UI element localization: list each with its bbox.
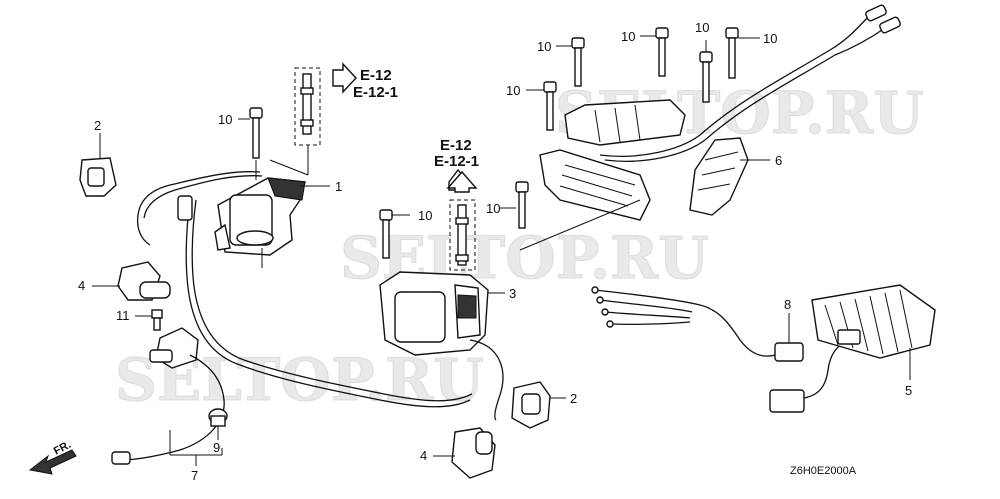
wire-left-lower: [185, 199, 471, 408]
wire-left-upper: [136, 171, 261, 246]
callout-10-f: 10: [486, 201, 500, 216]
spark-plug-cap-left: [92, 261, 171, 301]
callout-10-a: 10: [537, 39, 551, 54]
stator-connector-a: [865, 4, 887, 22]
grommet-9: [208, 408, 228, 440]
arrow-right-icon: [332, 62, 357, 94]
callout-5: 5: [905, 383, 912, 398]
wire-connector-left: [177, 195, 193, 221]
bolt-stator-5: [526, 81, 557, 131]
bolt-stator-4: [725, 27, 760, 79]
ref-center-line2: E-12-1: [434, 153, 479, 170]
watermark-bottom-left: SELTOP.RU: [115, 346, 484, 414]
bolt-center-left: [379, 209, 410, 259]
figure-code: Z6H0E2000A: [790, 465, 857, 477]
callout-10-c: 10: [695, 20, 709, 35]
callout-6: 6: [775, 153, 782, 168]
stud-bolt-center: [449, 199, 476, 271]
ignition-coil-center: [379, 271, 505, 356]
oil-sensor: [149, 327, 199, 369]
callout-10-d: 10: [763, 31, 777, 46]
wire-harness-right: [591, 286, 786, 357]
bolt-stator-3: [699, 40, 713, 103]
stator-coil-left: [539, 149, 651, 221]
ref-center-line1: E-12: [440, 137, 472, 154]
callout-8: 8: [784, 297, 791, 312]
callout-10-center: 10: [418, 208, 432, 223]
callout-10-e: 10: [506, 83, 520, 98]
leader-stator-pointer: [519, 199, 641, 251]
grommet-left: [79, 133, 117, 197]
stator-coil-top: [564, 99, 686, 146]
regulator-rectifier: [811, 284, 936, 380]
callout-1: 1: [335, 179, 342, 194]
callout-10-b: 10: [621, 29, 635, 44]
stator-wire-1: [599, 14, 871, 157]
callout-3: 3: [509, 286, 516, 301]
grommet-center: [511, 381, 566, 429]
connector-8: [774, 313, 804, 362]
callout-11: 11: [116, 308, 130, 323]
front-arrow-icon: [28, 449, 77, 475]
callout-2-center: 2: [570, 391, 577, 406]
ref-top-line1: E-12: [360, 67, 392, 84]
bolt-stator-6: [500, 181, 529, 229]
bolt-top-left: [249, 107, 263, 180]
bolt-stator-1: [556, 37, 585, 87]
wire-sensor: [119, 354, 225, 461]
spark-plug-cap-center: [433, 427, 496, 479]
stator-connector-b: [879, 16, 901, 34]
ref-top-line2: E-12-1: [353, 84, 398, 101]
sensor-terminal: [111, 451, 131, 465]
callout-4-center: 4: [420, 448, 427, 463]
wire-center: [469, 339, 504, 421]
callout-2-left: 2: [94, 118, 101, 133]
callout-10-top-left: 10: [218, 112, 232, 127]
bolt-stator-2: [640, 27, 669, 77]
callout-4-left: 4: [78, 278, 85, 293]
screw-11: [135, 309, 163, 331]
ignition-coil-left: [214, 177, 306, 268]
stator-coil-right: [689, 137, 749, 216]
stud-bolt-top: [269, 67, 321, 176]
callout-9: 9: [213, 440, 220, 455]
callout-7: 7: [191, 468, 198, 483]
